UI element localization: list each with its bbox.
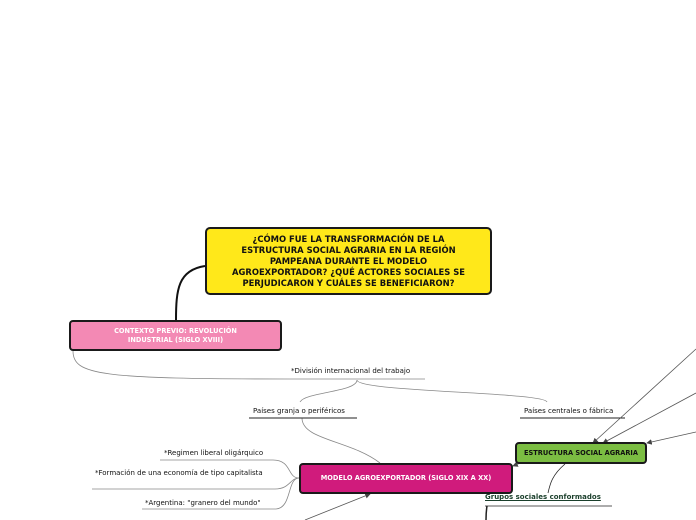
estructura-social-agraria-text: ESTRUCTURA SOCIAL AGRARIA bbox=[524, 448, 638, 457]
regimen-liberal-text: *Regimen liberal oligárquico bbox=[164, 449, 264, 457]
connector-division-granja bbox=[299, 379, 358, 403]
connector-main-contexto bbox=[175, 265, 206, 321]
division-internacional-topic[interactable]: *División internacional del trabajo bbox=[291, 367, 410, 376]
arrow-to-modelo bbox=[304, 493, 371, 520]
contexto-previo-text: CONTEXTO PREVIO: REVOLUCIÓN INDUSTRIAL (… bbox=[114, 326, 237, 344]
connector-grupos-down bbox=[485, 505, 488, 520]
grupos-sociales-text: Grupos sociales conformados bbox=[485, 493, 601, 501]
connector-granja-modelo bbox=[301, 417, 381, 464]
modelo-agroexportador-text: MODELO AGROEXPORTADOR (SIGLO XIX A XX) bbox=[320, 474, 492, 482]
main-question-node[interactable]: ¿CÓMO FUE LA TRANSFORMACIÓN DE LA ESTRUC… bbox=[205, 227, 492, 295]
connector-modelo-regimen bbox=[160, 459, 300, 479]
arrow-offscreen-estructura-1 bbox=[592, 348, 696, 444]
arrow-offscreen-estructura-3 bbox=[646, 431, 696, 445]
contexto-previo-node[interactable]: CONTEXTO PREVIO: REVOLUCIÓN INDUSTRIAL (… bbox=[69, 320, 282, 351]
connector-division-centrales bbox=[356, 379, 548, 403]
paises-centrales-text: Países centrales o fábrica bbox=[524, 407, 614, 415]
formacion-economia-topic[interactable]: *Formación de una economía de tipo capit… bbox=[95, 469, 265, 478]
modelo-agroexportador-node[interactable]: MODELO AGROEXPORTADOR (SIGLO XIX A XX) bbox=[299, 463, 513, 494]
paises-granja-text: Países granja o periféricos bbox=[253, 407, 345, 415]
paises-granja-topic[interactable]: Países granja o periféricos bbox=[253, 407, 345, 416]
grupos-sociales-topic[interactable]: Grupos sociales conformados bbox=[485, 493, 601, 501]
paises-centrales-topic[interactable]: Países centrales o fábrica bbox=[524, 407, 613, 416]
connector-modelo-formacion bbox=[92, 477, 300, 490]
arrow-offscreen-estructura-2 bbox=[602, 392, 696, 444]
regimen-liberal-topic[interactable]: *Regimen liberal oligárquico bbox=[164, 449, 263, 458]
argentina-granero-text: *Argentina: "granero del mundo" bbox=[145, 499, 261, 507]
connector-modelo-argentina bbox=[142, 477, 300, 510]
main-question-text: ¿CÓMO FUE LA TRANSFORMACIÓN DE LA ESTRUC… bbox=[232, 233, 465, 288]
connector-estructura-grupos bbox=[547, 463, 566, 494]
estructura-social-agraria-node[interactable]: ESTRUCTURA SOCIAL AGRARIA bbox=[515, 442, 647, 464]
division-internacional-text: *División internacional del trabajo bbox=[291, 367, 411, 375]
argentina-granero-topic[interactable]: *Argentina: "granero del mundo" bbox=[145, 499, 261, 508]
formacion-economia-text: *Formación de una economía de tipo capit… bbox=[95, 469, 263, 477]
connector-contexto-division bbox=[72, 350, 425, 380]
